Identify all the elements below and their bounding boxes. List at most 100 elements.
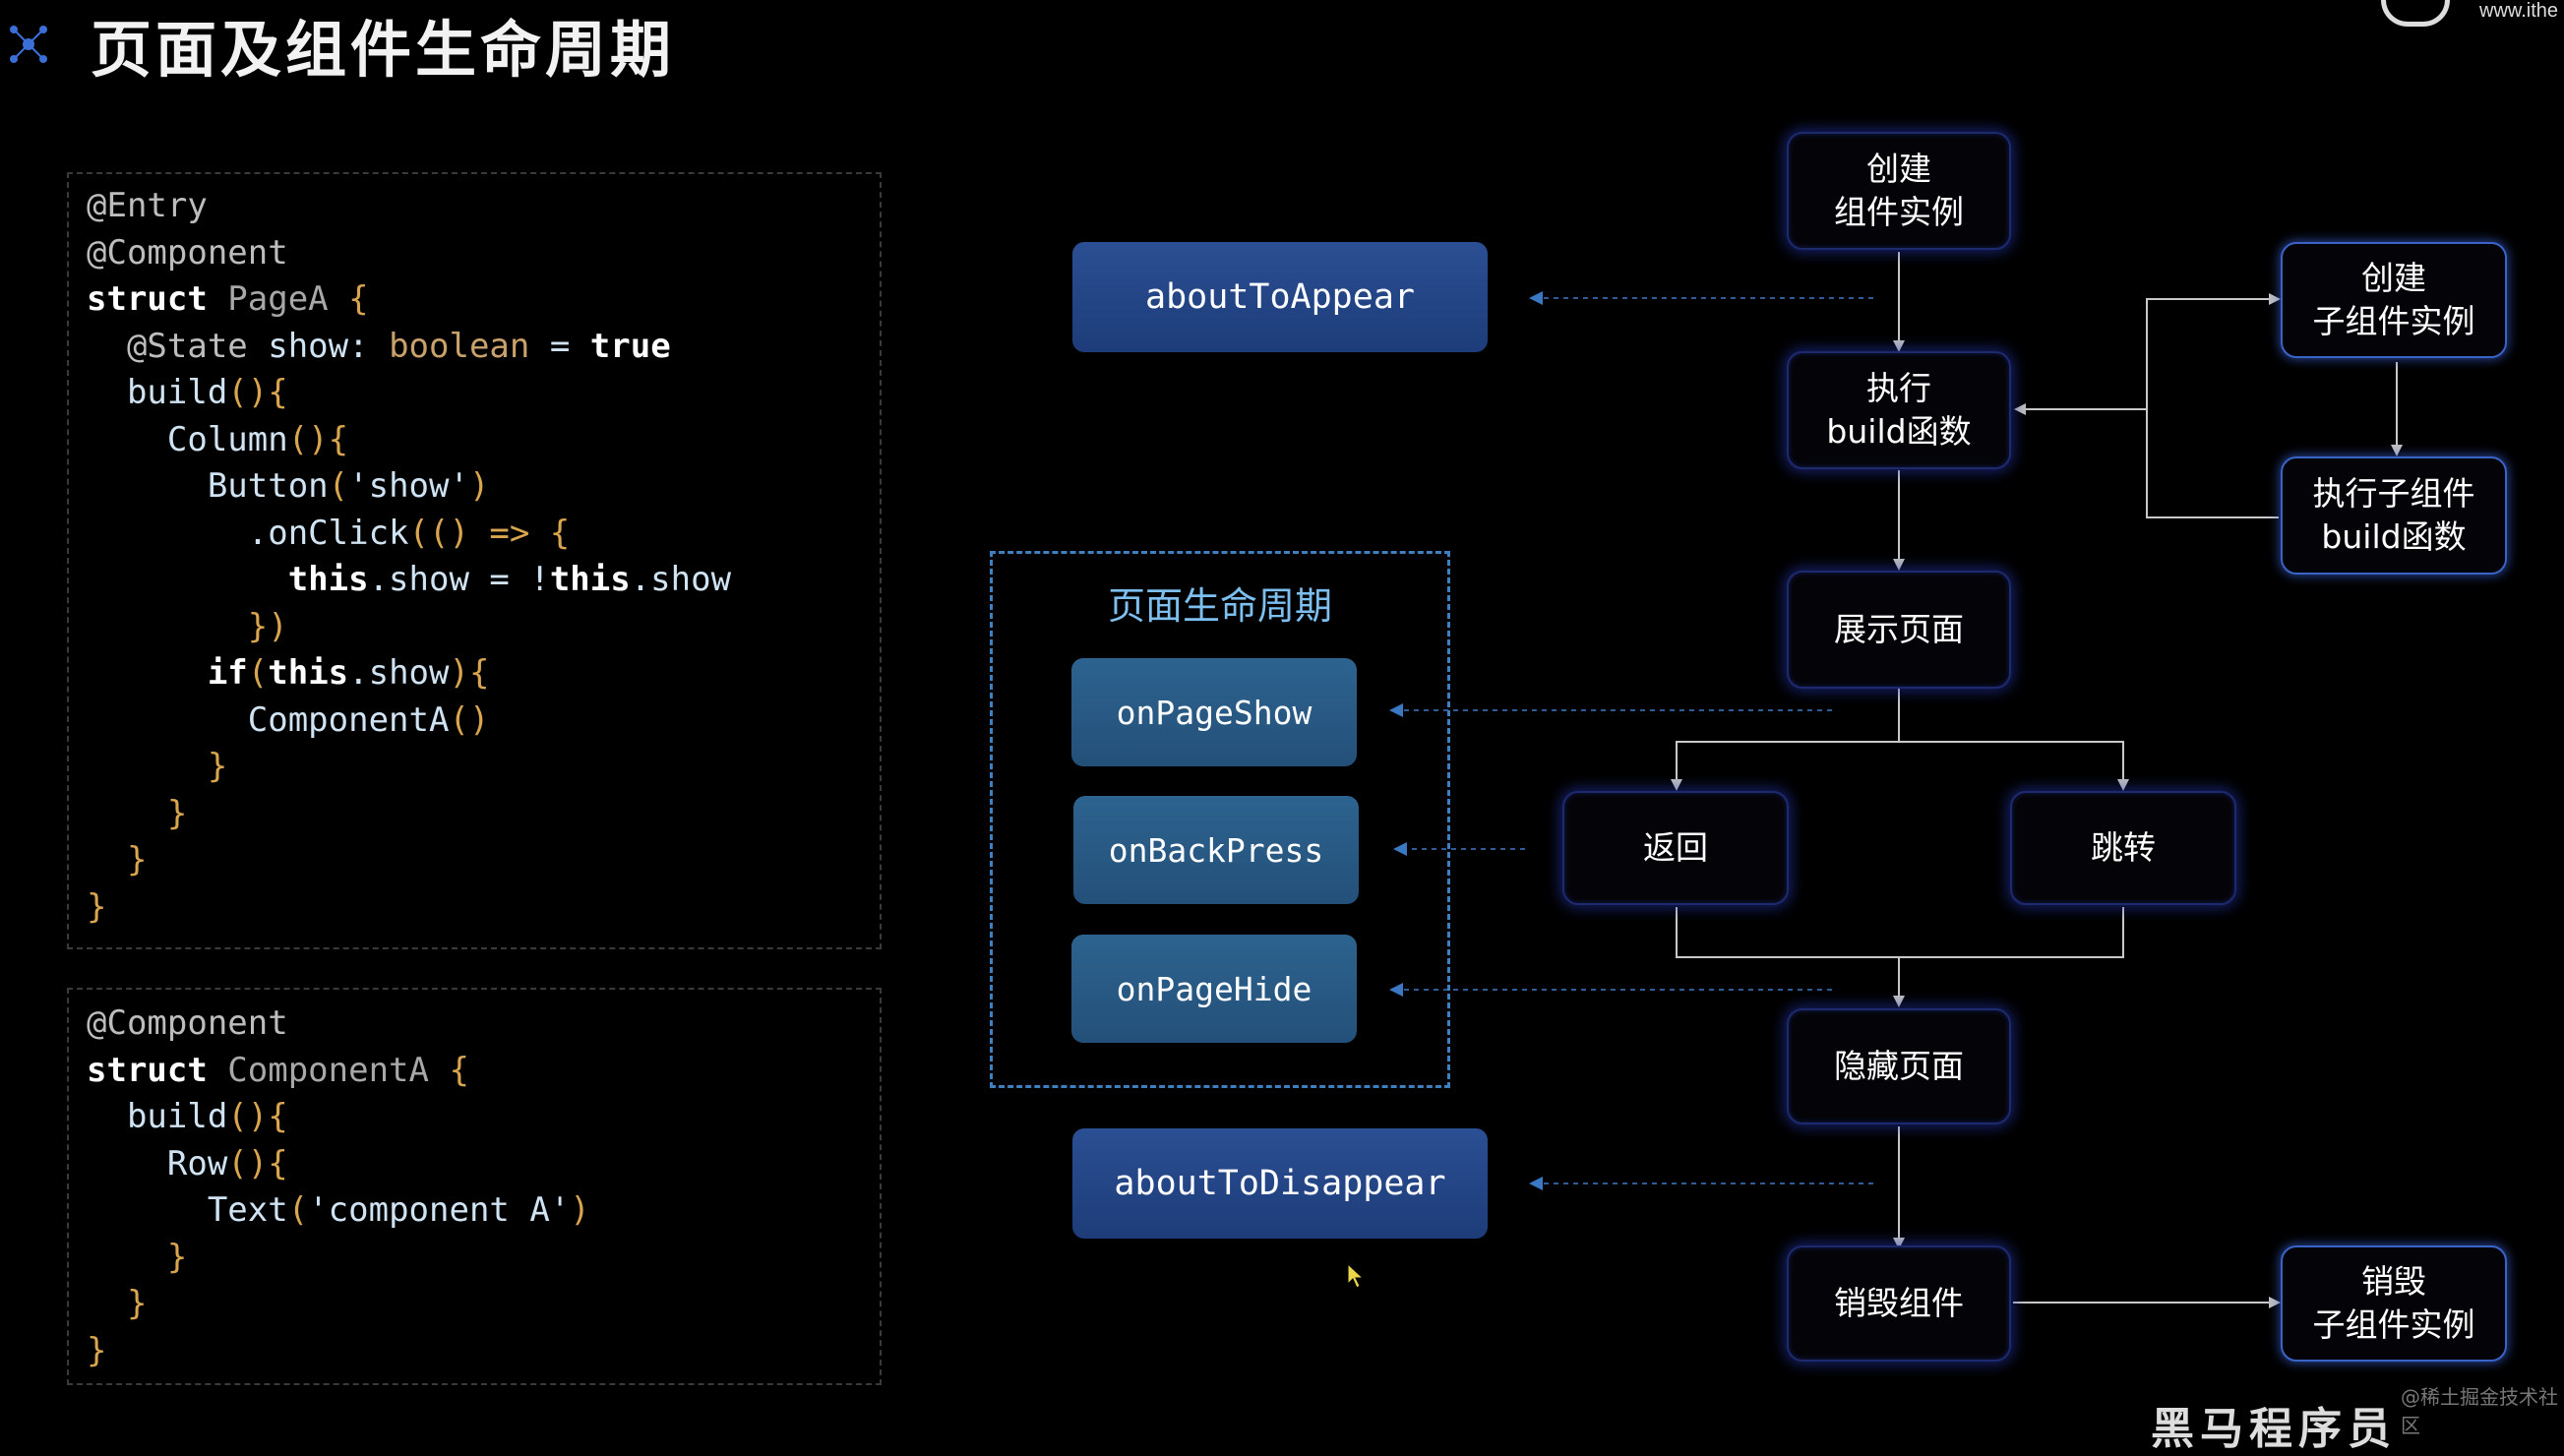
code-token: if	[87, 653, 248, 693]
flow-connectors	[1389, 252, 2403, 1308]
code-token: (() => {	[408, 513, 571, 553]
node-destroy-child: 销毁 子组件实例	[2281, 1245, 2507, 1362]
node-navigate: 跳转	[2010, 791, 2236, 905]
about-to-appear-hook: aboutToAppear	[1072, 242, 1488, 352]
code-line: build(){	[87, 1094, 590, 1141]
code-token: {	[449, 1050, 469, 1090]
code-line: .onClick(() => {	[87, 511, 731, 558]
code-token: }	[87, 747, 228, 786]
code-line: struct PageA {	[87, 276, 731, 324]
logo-icon	[10, 26, 47, 63]
code-line: Button('show')	[87, 463, 731, 511]
on-page-hide-hook: onPageHide	[1071, 935, 1357, 1043]
code-token: ComponentA	[207, 1050, 450, 1090]
code-token: true	[589, 326, 671, 366]
code-token: (){	[227, 1143, 288, 1183]
code-token: (	[287, 1190, 309, 1230]
code-line: }	[87, 1281, 590, 1328]
code-token: (	[247, 653, 269, 693]
code-token: =	[529, 326, 590, 366]
code-line: }	[87, 837, 731, 884]
code-line: @Component	[87, 230, 731, 277]
code-line: Text('component A')	[87, 1187, 590, 1235]
code-line: }	[87, 744, 731, 791]
node-destroy-component: 销毁组件	[1787, 1245, 2011, 1362]
code-token: }	[87, 793, 188, 833]
code-token: (	[328, 466, 349, 506]
code-token: @Component	[87, 232, 288, 273]
node-create-instance: 创建 组件实例	[1787, 132, 2011, 250]
code-line: @Component	[87, 1001, 590, 1048]
code-token: struct	[87, 279, 208, 319]
code-token: PageA	[207, 279, 349, 319]
code-line: @Entry	[87, 183, 731, 230]
code-token: }	[87, 1284, 148, 1323]
code-token: .show	[348, 653, 450, 693]
code-panel-page	[67, 172, 882, 949]
node-show-page: 展示页面	[1787, 571, 2011, 689]
code-token: @State	[87, 326, 248, 366]
code-line: Row(){	[87, 1141, 590, 1188]
node-exec-build: 执行 build函数	[1787, 351, 2011, 469]
code-token: })	[87, 606, 288, 646]
node-back: 返回	[1562, 791, 1789, 905]
code-token: Text	[87, 1190, 288, 1230]
code-token: boolean	[389, 326, 530, 366]
code-line: }	[87, 884, 731, 932]
code-token: ComponentA	[87, 699, 450, 740]
code-line: this.show = !this.show	[87, 557, 731, 604]
code-token: Row	[87, 1143, 228, 1183]
code-token: this	[549, 560, 631, 599]
code-token: Button	[87, 466, 329, 506]
code-line: struct ComponentA {	[87, 1048, 590, 1095]
about-to-disappear-hook: aboutToDisappear	[1072, 1128, 1488, 1239]
mouse-cursor-icon	[1347, 1262, 1365, 1289]
code-token: ()	[449, 699, 490, 740]
code-token: .show = !	[368, 560, 550, 599]
code-token: @Component	[87, 1003, 288, 1043]
code-panel-component	[67, 988, 882, 1385]
code-token: struct	[87, 1050, 208, 1090]
code-line: Column(){	[87, 417, 731, 464]
code-token: (){	[287, 419, 349, 459]
code-line: if(this.show){	[87, 650, 731, 698]
code-token: }	[87, 1237, 188, 1277]
page-title: 页面及组件生命周期	[91, 14, 676, 86]
code-token: this	[87, 560, 369, 599]
code-token: show:	[247, 326, 390, 366]
code-token: ){	[449, 653, 490, 693]
watermark: @稀土掘金技术社区	[2401, 1385, 2558, 1437]
on-back-press-hook: onBackPress	[1073, 796, 1359, 904]
code-token: }	[87, 840, 148, 880]
code-token: 'show'	[348, 466, 469, 506]
code-token: @Entry	[87, 186, 208, 225]
code-line: }	[87, 1235, 590, 1282]
code-line: })	[87, 604, 731, 651]
code-token: )	[570, 1190, 590, 1230]
code-token: {	[348, 279, 369, 319]
code-token: .show	[630, 560, 732, 599]
node-create-child: 创建 子组件实例	[2281, 242, 2507, 358]
node-hide-page: 隐藏页面	[1787, 1008, 2011, 1124]
code-line: ComponentA()	[87, 698, 731, 745]
code-line: build(){	[87, 370, 731, 417]
code-token: }	[87, 886, 107, 927]
code-token: build	[87, 373, 228, 412]
code-token: )	[468, 466, 490, 506]
node-exec-child-build: 执行子组件 build函数	[2281, 456, 2507, 575]
code-line: }	[87, 1328, 590, 1375]
code-token: }	[87, 1330, 107, 1370]
code-line: @State show: boolean = true	[87, 324, 731, 371]
code-token: this	[268, 653, 349, 693]
code-token: build	[87, 1097, 228, 1136]
on-page-show-hook: onPageShow	[1071, 658, 1357, 766]
code-token: Column	[87, 419, 288, 459]
page-lifecycle-group	[990, 551, 1450, 1088]
corner-url: www.ithe	[2479, 0, 2559, 22]
code-token: 'component A'	[308, 1190, 571, 1230]
code-token: .onClick	[87, 513, 409, 553]
code-line: }	[87, 791, 731, 838]
bottom-logo: 黑马程序员	[2151, 1404, 2397, 1454]
